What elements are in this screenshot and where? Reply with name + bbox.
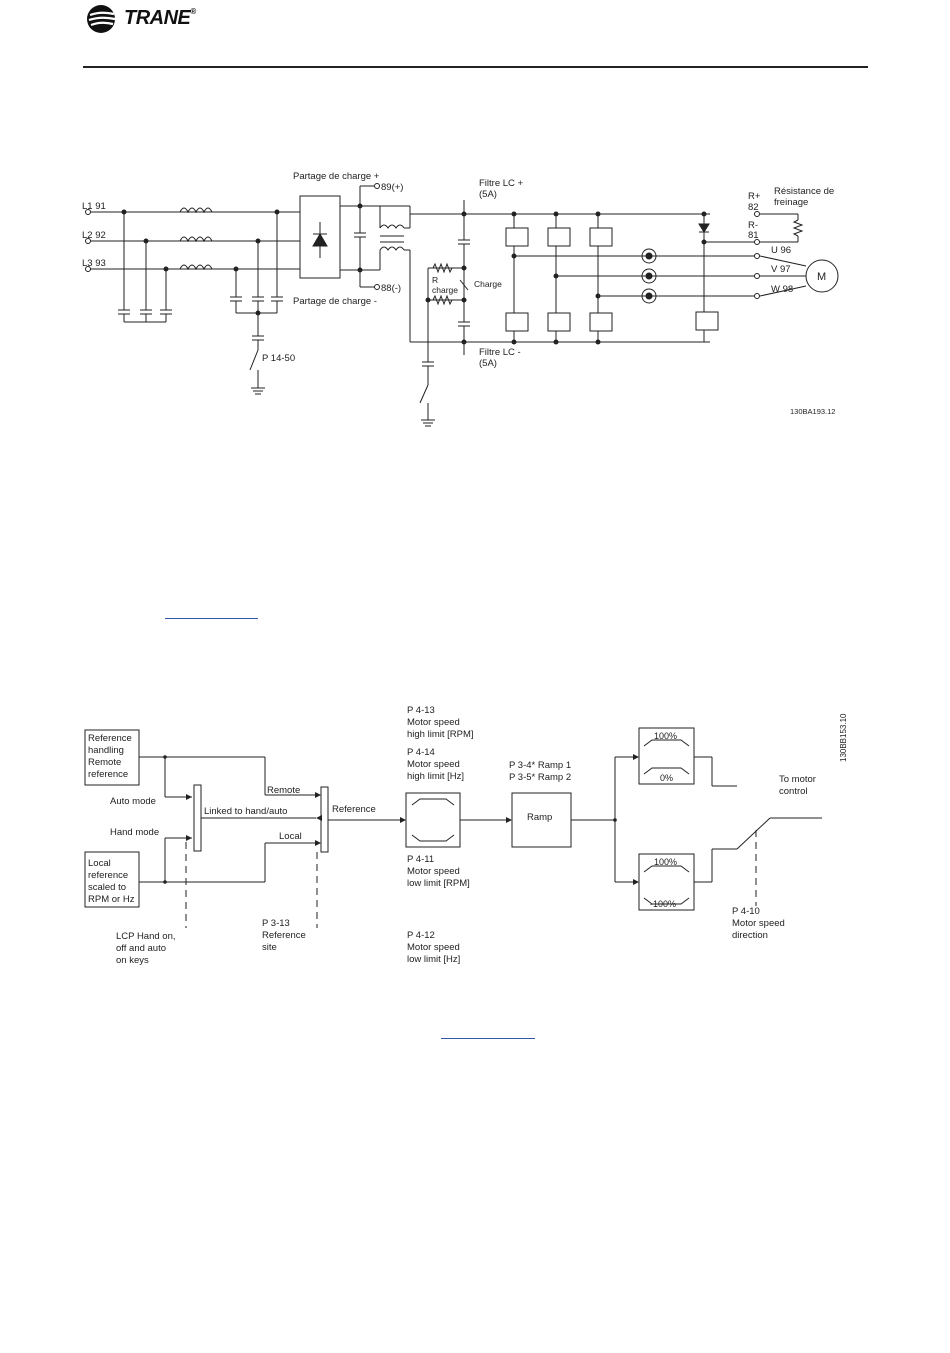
p313-line-2: Reference bbox=[262, 930, 306, 941]
ref-local-line-4: RPM or Hz bbox=[88, 894, 135, 905]
to-motor-line-2: control bbox=[779, 786, 808, 797]
terminal-88-label: 88(-) bbox=[381, 283, 401, 294]
p410-line-1: P 4-10 bbox=[732, 906, 760, 917]
lc-filter-plus-label: Filtre LC + bbox=[479, 178, 524, 189]
p411-line-3: low limit [RPM] bbox=[407, 878, 470, 889]
box2-top-label: 100% bbox=[654, 857, 677, 867]
power-circuit-diagram: L1 91 L2 92 L3 93 Partage de charge + 89… bbox=[82, 171, 839, 427]
ramp1-label: P 3-4* Ramp 1 bbox=[509, 760, 571, 771]
load-sharing-minus-label: Partage de charge - bbox=[293, 296, 377, 307]
header-divider bbox=[83, 66, 868, 68]
p411-line-2: Motor speed bbox=[407, 866, 460, 877]
box1-top-label: 100% bbox=[654, 731, 677, 741]
speed-control-diagram: Reference handling Remote reference Auto… bbox=[84, 705, 848, 966]
p413-line-3: high limit [RPM] bbox=[407, 729, 474, 740]
reference-label: Reference bbox=[332, 804, 376, 815]
p413-line-1: P 4-13 bbox=[407, 705, 435, 716]
p313-line-1: P 3-13 bbox=[262, 918, 290, 929]
p412-line-1: P 4-12 bbox=[407, 930, 435, 941]
brake-resistor-label-2: freinage bbox=[774, 197, 808, 208]
hand-mode-label: Hand mode bbox=[110, 827, 159, 838]
ref-local-line-2: reference bbox=[88, 870, 128, 881]
control-figure-id: 130BB153.10 bbox=[839, 713, 848, 762]
linked-label: Linked to hand/auto bbox=[204, 806, 287, 817]
r-plus-label: R+ bbox=[748, 191, 761, 202]
box2-bottom-label: -100% bbox=[650, 899, 676, 909]
p414-line-3: high limit [Hz] bbox=[407, 771, 464, 782]
p410-line-3: direction bbox=[732, 930, 768, 941]
r-minus-label: R- bbox=[748, 220, 758, 231]
ref-remote-line-4: reference bbox=[88, 769, 128, 780]
local-label: Local bbox=[279, 831, 302, 842]
input-l1-label: L1 91 bbox=[82, 201, 106, 212]
lc-filter-minus-rating: (5A) bbox=[479, 358, 497, 369]
box1-bottom-label: 0% bbox=[660, 773, 673, 783]
p313-line-3: site bbox=[262, 942, 277, 953]
lc-filter-minus-label: Filtre LC - bbox=[479, 347, 521, 358]
lc-filter-plus-rating: (5A) bbox=[479, 189, 497, 200]
to-motor-line-1: To motor bbox=[779, 774, 816, 785]
lcp-keys-line-2: off and auto bbox=[116, 943, 166, 954]
input-l2-label: L2 92 bbox=[82, 230, 106, 241]
r-minus-number: 81 bbox=[748, 230, 759, 241]
load-sharing-plus-label: Partage de charge + bbox=[293, 171, 380, 182]
p411-line-1: P 4-11 bbox=[407, 854, 434, 865]
ref-remote-line-1: Reference bbox=[88, 733, 132, 744]
hyperlink-underline[interactable] bbox=[441, 1038, 535, 1039]
output-u-label: U 96 bbox=[771, 245, 791, 256]
output-v-label: V 97 bbox=[771, 264, 791, 275]
input-l3-label: L3 93 bbox=[82, 258, 106, 269]
param-14-50-label: P 14-50 bbox=[262, 353, 295, 364]
p413-line-2: Motor speed bbox=[407, 717, 460, 728]
brand-name: TRANE® bbox=[124, 7, 196, 29]
ref-remote-line-3: Remote bbox=[88, 757, 121, 768]
terminal-89-label: 89(+) bbox=[381, 182, 403, 193]
ref-remote-line-2: handling bbox=[88, 745, 124, 756]
charge-label: Charge bbox=[474, 279, 502, 289]
ref-local-line-3: scaled to bbox=[88, 882, 126, 893]
lcp-keys-line-1: LCP Hand on, bbox=[116, 931, 176, 942]
r-charge-label-2: charge bbox=[432, 285, 458, 295]
ramp2-label: P 3-5* Ramp 2 bbox=[509, 772, 571, 783]
output-w-label: W 98 bbox=[771, 284, 793, 295]
remote-label: Remote bbox=[267, 785, 300, 796]
p412-line-2: Motor speed bbox=[407, 942, 460, 953]
p414-line-1: P 4-14 bbox=[407, 747, 435, 758]
ref-local-line-1: Local bbox=[88, 858, 111, 869]
ramp-box-label: Ramp bbox=[527, 812, 552, 823]
circuit-figure-id: 130BA193.12 bbox=[790, 407, 835, 416]
p410-line-2: Motor speed bbox=[732, 918, 785, 929]
r-charge-label-1: R bbox=[432, 275, 438, 285]
brake-resistor-label-1: Résistance de bbox=[774, 186, 834, 197]
auto-mode-label: Auto mode bbox=[110, 796, 156, 807]
lcp-keys-line-3: on keys bbox=[116, 955, 149, 966]
trane-logo-icon bbox=[87, 5, 116, 33]
motor-label: M bbox=[817, 271, 826, 283]
hyperlink-underline[interactable] bbox=[165, 618, 258, 619]
r-plus-number: 82 bbox=[748, 202, 759, 213]
p414-line-2: Motor speed bbox=[407, 759, 460, 770]
p412-line-3: low limit [Hz] bbox=[407, 954, 460, 965]
